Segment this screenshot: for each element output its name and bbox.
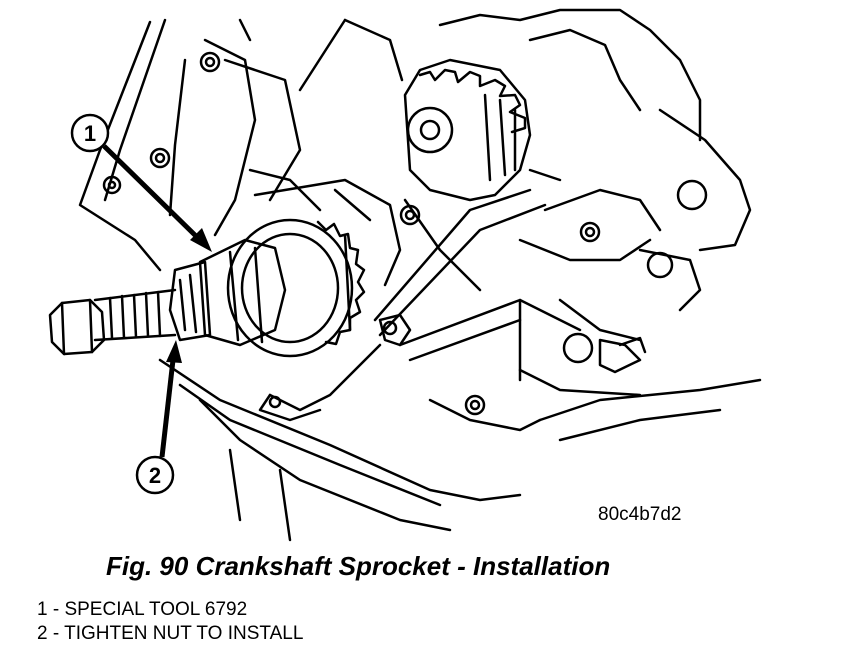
callout-2-label: 2: [149, 463, 161, 488]
legend-item-2: 2 - TIGHTEN NUT TO INSTALL: [37, 623, 304, 644]
lower-cover: [158, 298, 762, 542]
crankshaft-sprocket: [226, 218, 366, 358]
image-code: 80c4b7d2: [598, 504, 681, 525]
water-pump-housing: [438, 8, 752, 374]
timing-belt: [343, 18, 562, 337]
arrow-icon: [190, 228, 212, 252]
water-pump-sprocket: [403, 58, 532, 202]
engine-block-left: [78, 18, 402, 287]
arrow-icon: [166, 340, 182, 363]
legend-item-1: 1 - SPECIAL TOOL 6792: [37, 599, 248, 620]
callout-2: 2: [135, 340, 182, 495]
bolt-icon: [102, 51, 601, 416]
legend: 1 - SPECIAL TOOL 6792 2 - TIGHTEN NUT TO…: [37, 598, 303, 646]
tensioner-bracket: [258, 298, 582, 422]
callout-1-label: 1: [84, 121, 96, 146]
installer-tool: [48, 238, 287, 356]
figure-caption: Fig. 90 Crankshaft Sprocket - Installati…: [106, 551, 611, 581]
callout-1: 1: [70, 113, 212, 252]
